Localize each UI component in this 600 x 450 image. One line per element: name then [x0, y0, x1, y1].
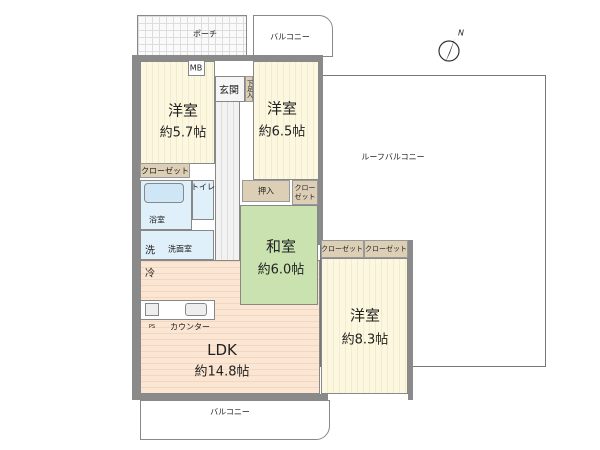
washitsu [240, 205, 318, 305]
ps-label: PS [148, 324, 156, 330]
wash-mark: 洗 [145, 245, 155, 257]
closet-2-label: クロー ゼット [294, 184, 316, 201]
closet-4-label: クローゼット [365, 245, 407, 253]
western-room-1 [140, 61, 215, 164]
stove [145, 303, 159, 316]
wall-top [132, 55, 322, 61]
shoe-storage [245, 76, 253, 102]
western-room-3-name: 洋室 [349, 306, 381, 325]
roof-balcony-label: ルーフバルコニー [361, 152, 425, 162]
western-room-1-size: 約5.7帖 [159, 125, 207, 141]
washroom-label: 洗面室 [168, 244, 192, 254]
bathtub [144, 183, 184, 203]
shoe-storage-label: 下足入 [245, 80, 253, 98]
balcony-bottom [140, 400, 330, 440]
western-room-3 [321, 258, 408, 394]
wall-right [318, 55, 323, 245]
closet-4 [364, 240, 408, 258]
western-room-1-name: 洋室 [167, 101, 199, 120]
hallway [215, 100, 240, 270]
entrance-label: 玄関 [219, 85, 239, 97]
closet-3 [321, 240, 364, 258]
mb-label: MB [189, 63, 203, 73]
washitsu-size: 約6.0帖 [257, 262, 305, 278]
wall-right2 [408, 240, 413, 400]
western-room-2-name: 洋室 [266, 99, 298, 118]
toilet [192, 180, 214, 220]
sink [185, 303, 207, 316]
closet-3-label: クローゼット [321, 245, 363, 253]
closet-1-label: クローゼット [141, 166, 189, 176]
ldk-size: 約14.8帖 [194, 364, 250, 380]
balcony-top-label: バルコニー [270, 32, 310, 42]
bathroom-label: 浴室 [149, 215, 165, 225]
fridge-label: 冷 [145, 268, 155, 280]
entrance [215, 76, 245, 102]
toilet-label: トイレ [191, 182, 215, 192]
balcony-bottom-label: バルコニー [210, 407, 250, 417]
wall-left [132, 55, 140, 400]
porch [137, 15, 247, 57]
washitsu-name: 和室 [265, 237, 297, 256]
porch-label: ポーチ [193, 29, 217, 39]
counter-label: カウンター [170, 322, 210, 332]
western-room-2-size: 約6.5帖 [258, 124, 306, 140]
compass-label: N [458, 28, 464, 38]
western-room-2 [253, 61, 319, 180]
oshiire-label: 押入 [258, 186, 274, 196]
closet-1 [140, 163, 190, 178]
oshiire [242, 180, 290, 202]
washroom [140, 230, 214, 260]
western-room-3-size: 約8.3帖 [341, 332, 389, 348]
mb [188, 60, 205, 76]
closet-2 [292, 180, 318, 205]
ldk-name: LDK [207, 341, 237, 359]
north-arrow-icon [438, 38, 460, 63]
wall-bottom [132, 394, 328, 400]
